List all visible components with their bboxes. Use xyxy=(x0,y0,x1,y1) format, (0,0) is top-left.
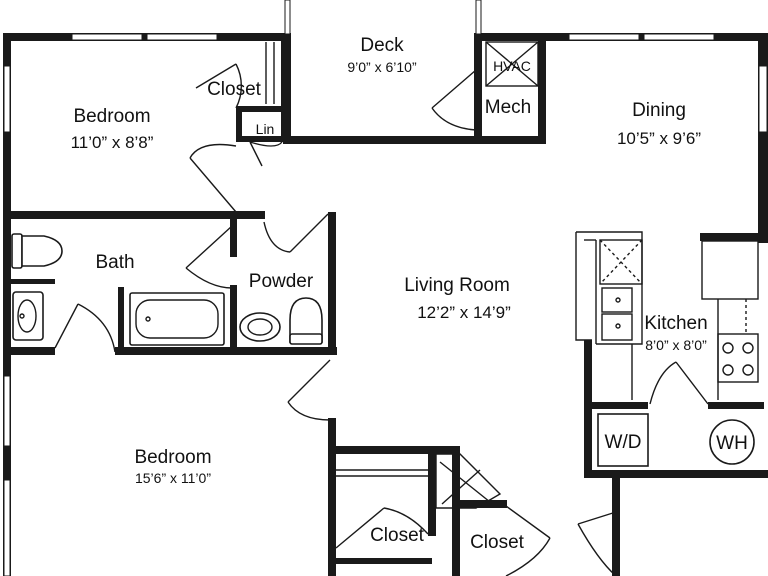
living-room-size: 12’2” x 14’9” xyxy=(417,303,511,322)
wh-name: WH xyxy=(716,433,748,454)
dining-size: 10’5” x 9’6” xyxy=(617,129,701,148)
bedroom-2-name: Bedroom xyxy=(134,447,211,468)
hvac-name: HVAC xyxy=(493,58,531,74)
closet-2-name: Closet xyxy=(370,525,425,546)
deck-size: 9’0” x 6’10” xyxy=(347,59,417,75)
linen-name: Lin xyxy=(256,121,275,137)
kitchen-name: Kitchen xyxy=(644,313,707,334)
room-labels: Bedroom 11’0” x 8’8” Closet Lin Deck 9’0… xyxy=(71,35,748,553)
closet-1-name: Closet xyxy=(207,79,262,100)
dining-name: Dining xyxy=(632,100,686,121)
bedroom-2-size: 15’6” x 11’0” xyxy=(135,470,211,486)
details xyxy=(265,41,759,509)
bedroom-1-size: 11’0” x 8’8” xyxy=(71,133,154,152)
living-room-name: Living Room xyxy=(404,275,510,296)
powder-name: Powder xyxy=(249,271,314,292)
windows xyxy=(3,0,768,576)
fixtures xyxy=(11,233,755,467)
closet-3-name: Closet xyxy=(470,532,525,553)
mech-name: Mech xyxy=(485,97,531,118)
doors xyxy=(54,63,709,576)
bedroom-1-name: Bedroom xyxy=(73,106,150,127)
kitchen-size: 8’0” x 8’0” xyxy=(645,337,707,353)
wd-name: W/D xyxy=(605,432,642,453)
bath-name: Bath xyxy=(95,252,134,273)
deck-name: Deck xyxy=(360,35,404,56)
